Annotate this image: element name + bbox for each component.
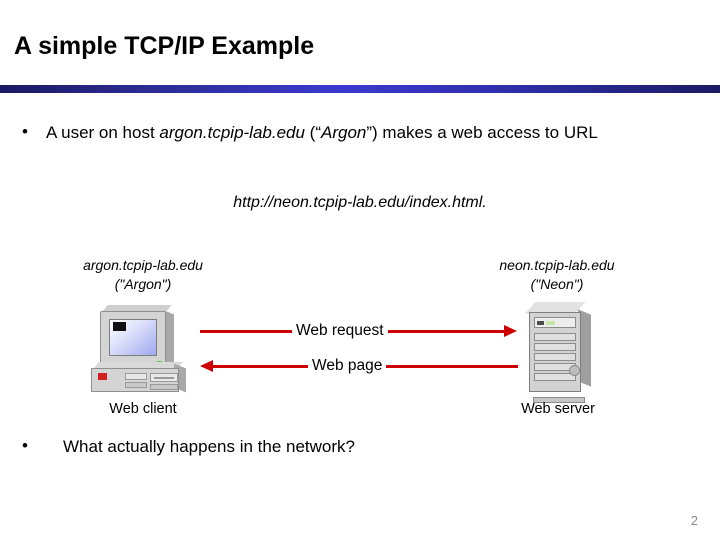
web-page-arrow: Web page: [200, 356, 518, 376]
url-text: http://neon.tcpip-lab.edu/index.html.: [233, 194, 487, 211]
desktop-computer-icon: [88, 302, 196, 394]
client-caption: Web client: [109, 401, 177, 417]
screen-cursor-block: [113, 322, 126, 331]
server-host-alias: ("Neon"): [530, 276, 584, 292]
page-number: 2: [690, 513, 698, 528]
bullet-1-segment-before: A user on host: [46, 123, 160, 142]
server-knob-icon: [569, 365, 580, 376]
bullet-item-2-text: What actually happens in the network?: [63, 437, 356, 456]
server-front-panel: [529, 312, 585, 403]
power-button-icon: [98, 373, 107, 380]
server-bay-3: [534, 353, 576, 361]
bullet-marker: •: [22, 122, 28, 141]
server-bay-2: [534, 343, 576, 351]
server-host-label: neon.tcpip-lab.edu ("Neon"): [462, 256, 652, 294]
arrow-head-right-icon: [504, 325, 517, 337]
server-bay-1: [534, 333, 576, 341]
title-divider: [0, 85, 720, 93]
drive-bay-lower-right: [150, 384, 178, 390]
client-host-name: argon.tcpip-lab.edu: [83, 257, 203, 273]
bullet-item-2: • What actually happens in the network?: [22, 433, 622, 460]
arrow-head-left-icon: [200, 360, 213, 372]
server-base-panel: [533, 397, 585, 403]
server-tower-icon: [524, 302, 606, 403]
monitor-screen: [109, 319, 157, 356]
web-page-label: Web page: [308, 356, 387, 376]
server-status-bay: [534, 317, 576, 328]
drive-bay-upper-left: [125, 373, 147, 380]
client-host-label: argon.tcpip-lab.edu ("Argon"): [48, 256, 238, 294]
server-activity-led-icon: [546, 321, 555, 325]
server-caption: Web server: [521, 401, 595, 417]
client-host-alias: ("Argon"): [114, 276, 172, 292]
server-host-name: neon.tcpip-lab.edu: [499, 257, 615, 273]
bullet-1-segment-after: ”) makes a web access to URL: [366, 123, 598, 142]
page-title: A simple TCP/IP Example: [14, 32, 315, 60]
bullet-item-1-text: A user on host argon.tcpip-lab.edu (“Arg…: [46, 119, 598, 146]
bullet-1-segment-middle: (“: [304, 123, 321, 142]
server-bay-5: [534, 373, 576, 381]
floppy-drive-icon: [150, 373, 178, 382]
network-diagram: argon.tcpip-lab.edu ("Argon") neon.tcpip…: [0, 248, 720, 423]
web-request-arrow: Web request: [200, 321, 518, 341]
monitor-bezel: [100, 311, 166, 366]
bullet-1-host-emphasis: argon.tcpip-lab.edu: [159, 123, 305, 142]
server-indicator-icon: [537, 321, 544, 325]
bullet-item-1: • A user on host argon.tcpip-lab.edu (“A…: [22, 119, 682, 146]
web-request-label: Web request: [292, 321, 388, 341]
bullet-marker: •: [22, 436, 28, 455]
bullet-1-name-emphasis: Argon: [321, 123, 367, 142]
drive-bay-lower-left: [125, 382, 147, 388]
computer-case: [91, 368, 179, 392]
